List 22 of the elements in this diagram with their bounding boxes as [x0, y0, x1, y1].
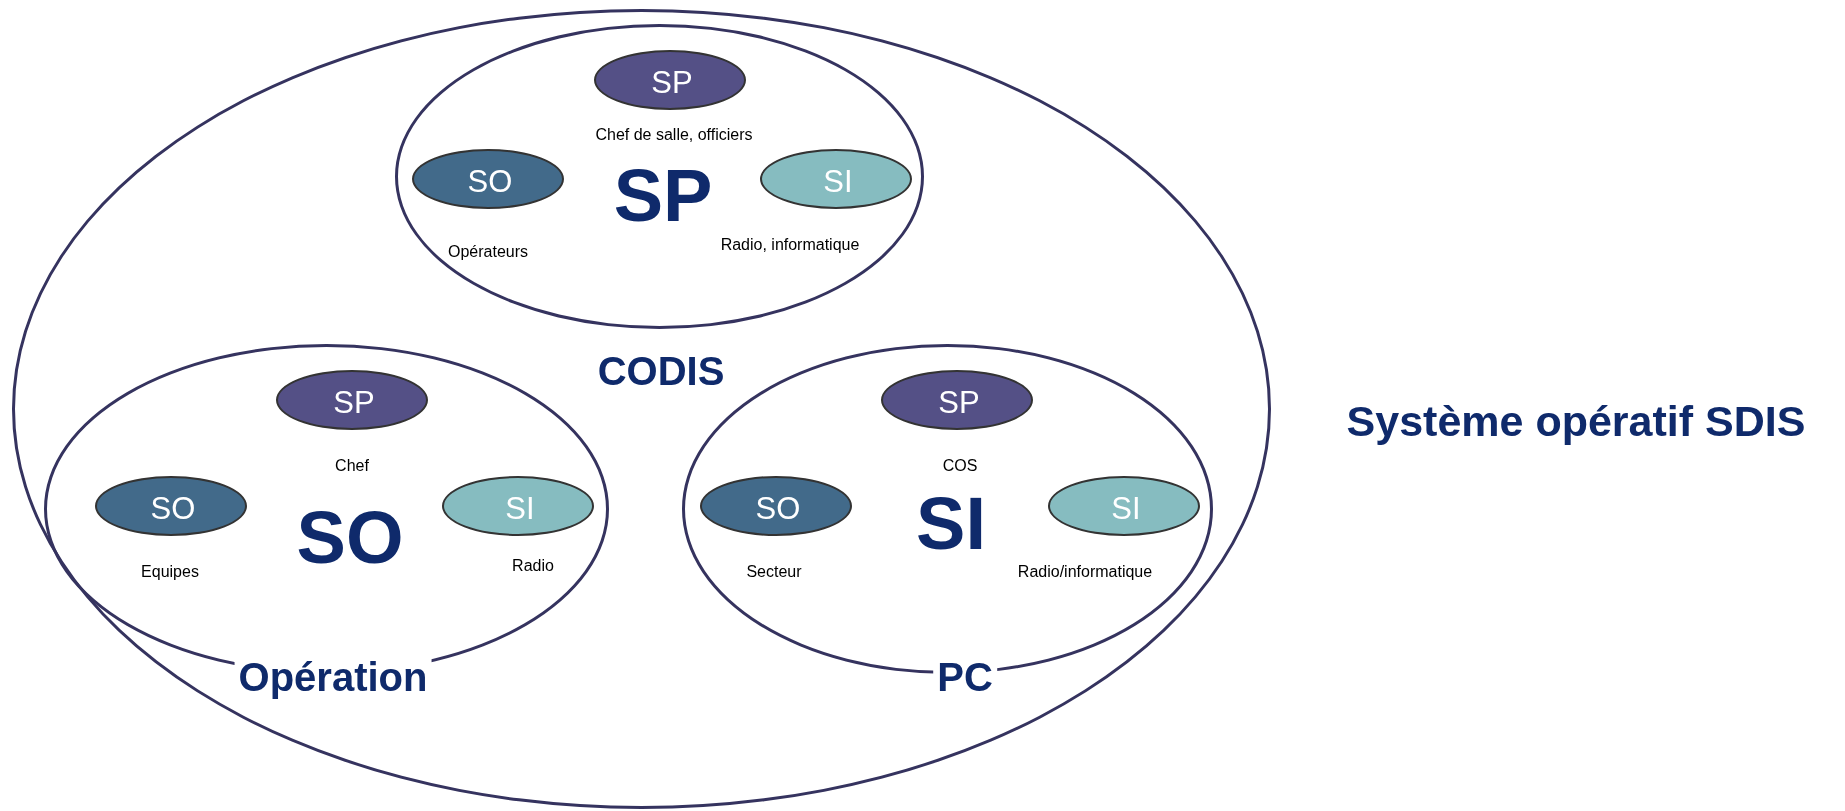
unit-role-letters: SO [296, 501, 404, 575]
role-caption: Radio/informatique [1017, 564, 1153, 580]
role-label: SP [333, 386, 375, 418]
role-caption: Chef de salle, officiers [595, 127, 753, 143]
role-label: SI [505, 492, 535, 524]
role-caption: Equipes [141, 564, 199, 580]
system-title: Système opératif SDIS [1346, 399, 1806, 443]
role-caption: Chef [335, 458, 369, 474]
role-caption: Radio, informatique [720, 237, 860, 253]
role-label: SI [823, 165, 853, 197]
role-caption: Radio [512, 558, 554, 574]
role-label: SP [938, 386, 980, 418]
role-label: SP [651, 66, 693, 98]
role-label: SO [755, 492, 801, 524]
unit-role-letters: SP [613, 159, 713, 233]
role-label: SO [150, 492, 196, 524]
role-caption: Secteur [746, 564, 802, 580]
role-label: SO [467, 165, 513, 197]
role-caption: COS [942, 458, 978, 474]
role-caption: Opérateurs [448, 244, 528, 260]
unit-role-letters: SI [916, 487, 986, 561]
role-label: SI [1111, 492, 1141, 524]
